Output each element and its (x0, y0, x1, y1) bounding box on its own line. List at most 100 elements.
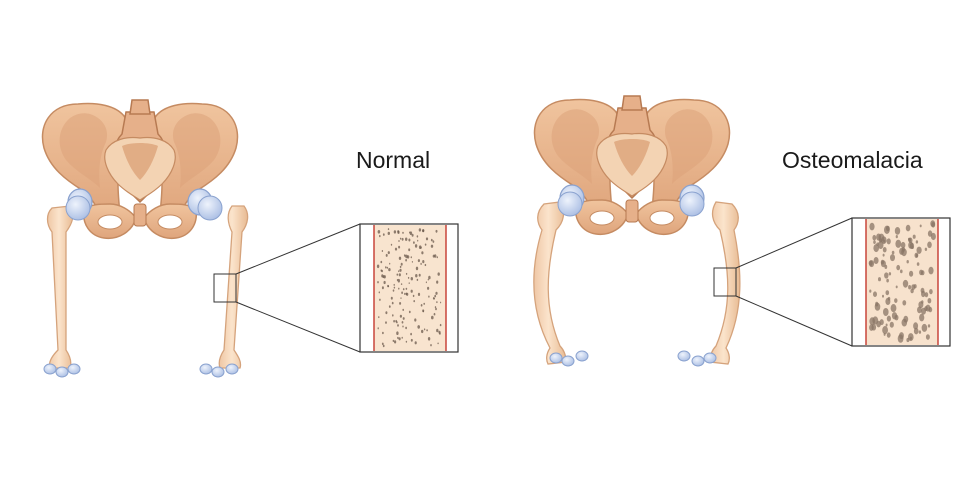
bone-pore (431, 315, 434, 320)
normal-callout-line-bottom (235, 301, 361, 353)
bone-pore (396, 273, 399, 276)
bone-pore (436, 328, 439, 333)
bone-pore (917, 306, 922, 314)
bone-pore (393, 286, 396, 289)
bone-pore (902, 279, 909, 288)
normal-bone-pores (376, 228, 442, 348)
bone-pore (390, 243, 393, 246)
bone-pore (385, 266, 387, 269)
bone-pore (401, 336, 403, 339)
bone-pore (890, 254, 895, 262)
bone-pore (423, 328, 426, 331)
bone-pore (421, 329, 424, 334)
bone-pore (399, 268, 402, 272)
bone-pore (872, 234, 877, 241)
bone-pore (405, 237, 408, 241)
bone-pore (894, 298, 898, 303)
bone-pore (377, 230, 381, 234)
bone-pore (913, 327, 919, 335)
bone-pore (399, 302, 402, 305)
osteomalacia-panel (533, 95, 951, 367)
bone-pore (894, 227, 901, 235)
bone-pore (425, 237, 429, 241)
bone-pore (382, 331, 384, 335)
bone-pore (927, 230, 933, 237)
bone-pore (422, 229, 425, 233)
osteomalacia-label: Osteomalacia (782, 147, 923, 173)
bone-pore (432, 297, 435, 300)
bone-pore (402, 317, 405, 320)
bone-pore (398, 287, 400, 290)
bone-pore (434, 294, 437, 298)
bone-pore (435, 307, 437, 311)
bone-pore (869, 222, 875, 231)
bone-pore (405, 272, 408, 275)
osteomalacia-bone-pores (868, 220, 936, 343)
bone-pore (435, 229, 438, 233)
bone-pore (884, 264, 888, 269)
bone-pore (432, 240, 435, 243)
bone-pore (902, 300, 907, 306)
bone-pore (437, 342, 439, 345)
bone-pore (925, 334, 930, 340)
bone-pore (391, 301, 394, 305)
bone-pore (400, 297, 402, 299)
bone-pore (397, 324, 399, 327)
bone-pore (379, 234, 381, 238)
bone-pore (928, 306, 933, 313)
bone-pore (422, 260, 425, 264)
bone-pore (427, 278, 429, 281)
bone-pore (920, 287, 925, 294)
bone-pore (424, 243, 427, 246)
bone-pore (400, 283, 403, 285)
bone-pore (396, 331, 399, 336)
bone-pore (906, 337, 910, 343)
osteomalacia-left-femur (533, 191, 589, 367)
bone-pore (379, 298, 381, 301)
bone-pore (921, 323, 928, 332)
bone-pore (882, 247, 887, 253)
bone-pore (392, 314, 394, 317)
bone-pore (869, 317, 875, 326)
bone-pore (900, 241, 906, 249)
bone-pore (436, 301, 438, 304)
bone-pore (381, 286, 384, 290)
bone-pore (418, 273, 421, 277)
bone-pore (399, 237, 402, 240)
bone-pore (869, 289, 872, 293)
bone-pore (380, 269, 383, 272)
bone-pore (916, 246, 922, 254)
bone-pore (408, 282, 410, 284)
bone-pore (412, 294, 415, 298)
bone-pore (402, 325, 404, 328)
bone-pore (424, 263, 427, 267)
bone-pore (430, 344, 432, 347)
bone-pore (430, 244, 434, 248)
bone-pore (385, 321, 387, 324)
bone-pore (418, 228, 422, 232)
normal-right-femur (197, 195, 249, 378)
bone-pore (402, 308, 405, 311)
bone-pore (434, 306, 437, 309)
bone-pore (896, 264, 901, 271)
bone-pore (420, 304, 423, 307)
bone-pore (383, 280, 386, 285)
bone-pore (918, 330, 922, 334)
bone-pore (899, 332, 904, 340)
bone-pore (399, 314, 402, 318)
bone-pore (417, 325, 421, 329)
bone-pore (906, 260, 909, 264)
bone-pore (886, 315, 892, 322)
bone-pore (891, 312, 898, 320)
bone-pore (879, 319, 884, 326)
bone-pore (900, 269, 903, 274)
bone-pore (891, 250, 895, 255)
bone-pore (402, 288, 405, 291)
bone-pore (927, 324, 931, 328)
normal-panel (41, 99, 459, 378)
bone-pore (927, 298, 932, 304)
bone-pore (393, 319, 395, 323)
bone-pore (915, 240, 919, 244)
bone-pore (415, 266, 419, 271)
bone-pore (378, 316, 380, 319)
